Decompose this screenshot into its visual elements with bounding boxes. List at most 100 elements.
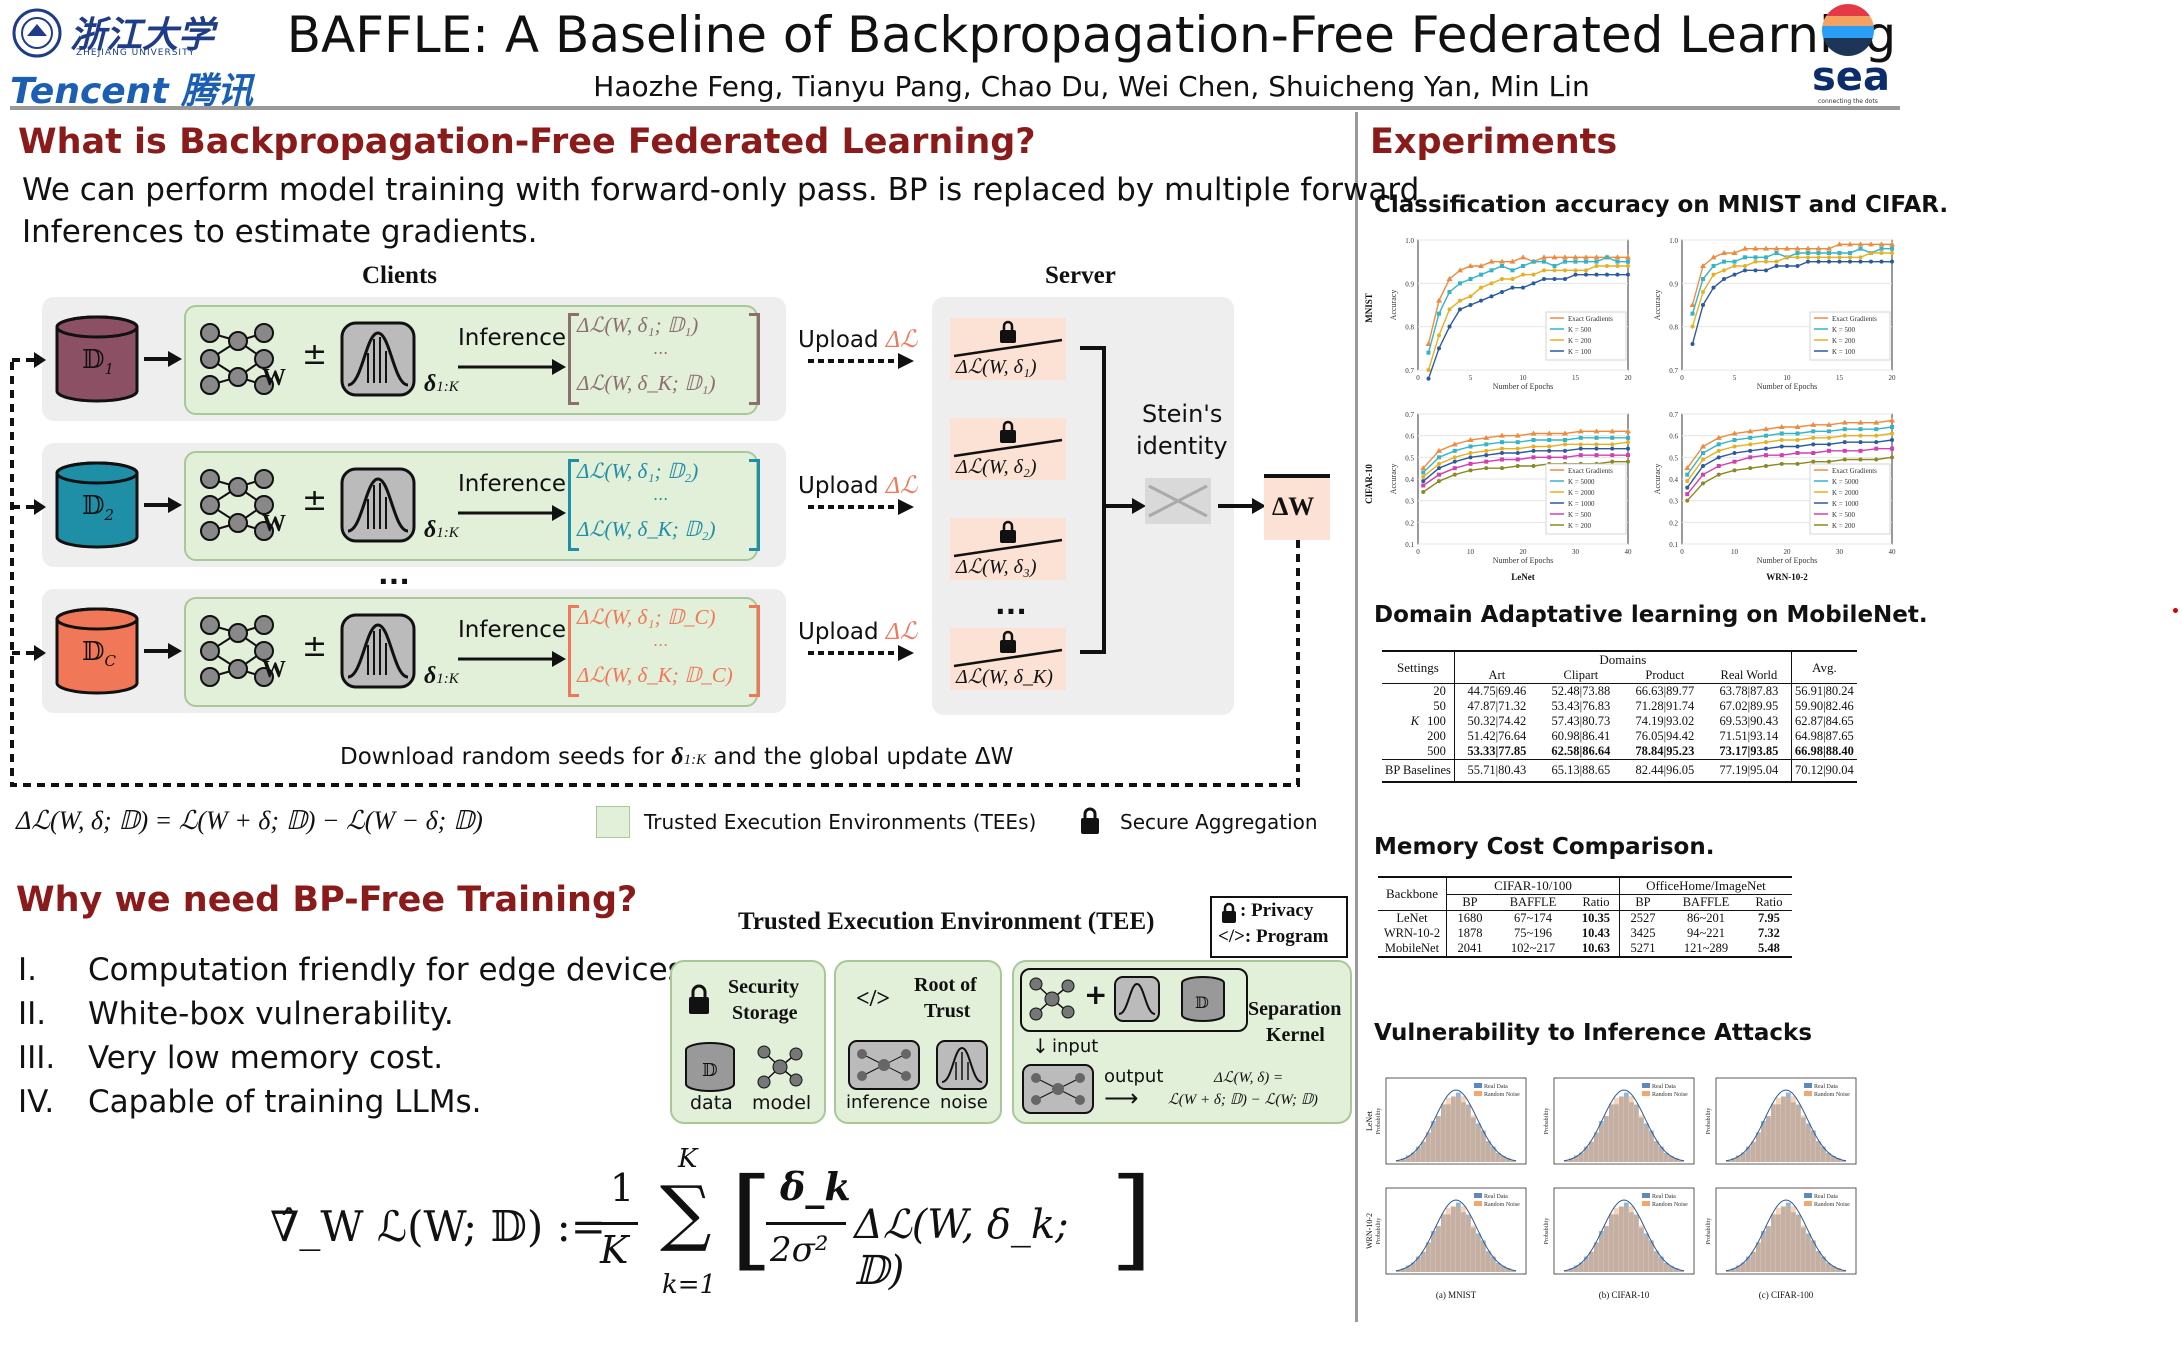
server-slash bbox=[953, 338, 1063, 358]
hist-legend-entry: Random Noise bbox=[1652, 1202, 1688, 1208]
upload-arrow bbox=[808, 353, 914, 369]
data-point bbox=[1842, 433, 1847, 438]
da-cell: 56.91|80.24 bbox=[1790, 683, 1857, 699]
gradient-formula: ∇̂_W ℒ(W; 𝔻) := 1 K K ∑ k=1 [ δ_k 2σ² Δℒ… bbox=[270, 1144, 1153, 1310]
x-tick-label: 15 bbox=[1836, 374, 1844, 382]
hist-bar bbox=[1461, 1096, 1466, 1162]
x-tick-label: 40 bbox=[1625, 548, 1633, 556]
data-point bbox=[1842, 448, 1847, 453]
client-db-icon bbox=[55, 461, 139, 549]
mem-cell: 7.32 bbox=[1758, 926, 1780, 940]
hist-bar bbox=[1486, 1142, 1491, 1162]
mem-group2: OfficeHome/ImageNet bbox=[1619, 877, 1792, 895]
data-point bbox=[1426, 368, 1431, 372]
hist-bar bbox=[1569, 1269, 1574, 1272]
legend-entry: K = 500 bbox=[1832, 326, 1856, 334]
data-point bbox=[1690, 311, 1695, 316]
data-point bbox=[1701, 303, 1705, 307]
data-point bbox=[1562, 254, 1568, 260]
hist-legend-entry: Random Noise bbox=[1652, 1092, 1688, 1098]
hist-bar bbox=[1476, 1236, 1481, 1272]
sum-bot: k=1 bbox=[662, 1270, 717, 1300]
data-point bbox=[1858, 427, 1863, 432]
data-point bbox=[1701, 457, 1705, 462]
data-point bbox=[1869, 259, 1873, 264]
da-cell: 78.84|95.23 bbox=[1635, 744, 1695, 758]
data-point bbox=[1626, 453, 1630, 458]
data-point bbox=[1594, 446, 1599, 451]
data-point bbox=[1436, 447, 1442, 453]
hist-bar bbox=[1506, 1269, 1511, 1272]
client-w-label: W bbox=[262, 657, 286, 683]
data-point bbox=[1858, 255, 1863, 260]
data-point bbox=[1605, 264, 1609, 268]
da-cell: 50.32|74.42 bbox=[1467, 714, 1527, 728]
hist-bar bbox=[1654, 1142, 1659, 1162]
plus-minus: ± bbox=[302, 337, 328, 372]
data-point bbox=[1521, 285, 1525, 290]
legend-entry: K = 500 bbox=[1568, 511, 1592, 519]
data-point bbox=[1484, 453, 1489, 458]
data-point bbox=[1573, 259, 1578, 264]
hist-bar bbox=[1786, 1207, 1791, 1272]
legend-box bbox=[1809, 463, 1891, 535]
kernel-db-icon: 𝔻 bbox=[1181, 976, 1225, 1022]
data-point bbox=[1594, 435, 1599, 440]
result-last: Δℒ(W, δ_K; 𝔻₁) bbox=[577, 371, 716, 395]
row-label: CIFAR-10 bbox=[1364, 464, 1374, 504]
data-point bbox=[1468, 303, 1473, 307]
result-vector: Δℒ(W, δ₁; 𝔻_C) ... Δℒ(W, δ_K; 𝔻_C) bbox=[568, 605, 760, 697]
data-point bbox=[1594, 259, 1599, 264]
legend-entry: K = 500 bbox=[1568, 326, 1592, 334]
data-point bbox=[1763, 426, 1769, 432]
data-point bbox=[1584, 272, 1588, 277]
result-last: Δℒ(W, δ_K; 𝔻₂) bbox=[577, 517, 716, 541]
server-slash bbox=[953, 438, 1063, 458]
data-point bbox=[1520, 254, 1526, 260]
server-item-label: Δℒ(W, δ_K) bbox=[956, 666, 1053, 688]
data-point bbox=[1584, 268, 1588, 273]
mem-cell: 5.48 bbox=[1758, 941, 1780, 955]
column-divider bbox=[1355, 112, 1358, 1322]
data-point bbox=[1716, 472, 1721, 477]
data-point bbox=[1732, 438, 1737, 442]
bp-cell: BP Baselines bbox=[1382, 759, 1455, 782]
data-point bbox=[1848, 255, 1852, 260]
hist-legend-swatch bbox=[1474, 1201, 1482, 1206]
sum-top: K bbox=[678, 1144, 698, 1174]
data-point bbox=[1806, 259, 1810, 264]
server-item-label: Δℒ(W, δ₁) bbox=[956, 356, 1037, 378]
mem-col-header: Ratio bbox=[1572, 894, 1620, 911]
data-point bbox=[1542, 277, 1546, 281]
hist-bar bbox=[1436, 1116, 1441, 1162]
server-label: Server bbox=[1045, 262, 1116, 289]
data-point bbox=[1795, 438, 1800, 442]
data-point bbox=[1842, 457, 1847, 462]
mem-col-header: BAFFLE bbox=[1665, 894, 1746, 911]
noise-icon bbox=[936, 1040, 988, 1090]
data-point bbox=[1584, 259, 1588, 264]
y-axis-label: Accuracy bbox=[1389, 464, 1398, 495]
hist-bar bbox=[1771, 1103, 1776, 1162]
data-point bbox=[1452, 455, 1457, 460]
hist-bar bbox=[1634, 1215, 1639, 1272]
hist-bar bbox=[1841, 1160, 1846, 1162]
da-cell: 60.98|86.41 bbox=[1551, 729, 1611, 743]
data-point bbox=[1572, 254, 1579, 260]
delta-seeds: δ1:K bbox=[424, 371, 459, 397]
hist-bar bbox=[1679, 1160, 1684, 1162]
data-point bbox=[1421, 470, 1426, 475]
why-item-text: White-box vulnerability. bbox=[88, 996, 454, 1032]
data-point bbox=[1421, 490, 1426, 494]
client-noise-icon bbox=[340, 321, 416, 397]
y-tick-label: 0.1 bbox=[1669, 541, 1678, 549]
hist-legend-swatch bbox=[1474, 1083, 1482, 1088]
data-point bbox=[1531, 281, 1536, 286]
da-avg-header: Avg. bbox=[1790, 651, 1857, 684]
data-point bbox=[1436, 297, 1442, 303]
x-tick-label: 30 bbox=[1572, 548, 1580, 556]
k-label: K bbox=[1410, 714, 1420, 728]
hist-bar bbox=[1579, 1263, 1584, 1272]
hist-bar bbox=[1679, 1270, 1684, 1272]
